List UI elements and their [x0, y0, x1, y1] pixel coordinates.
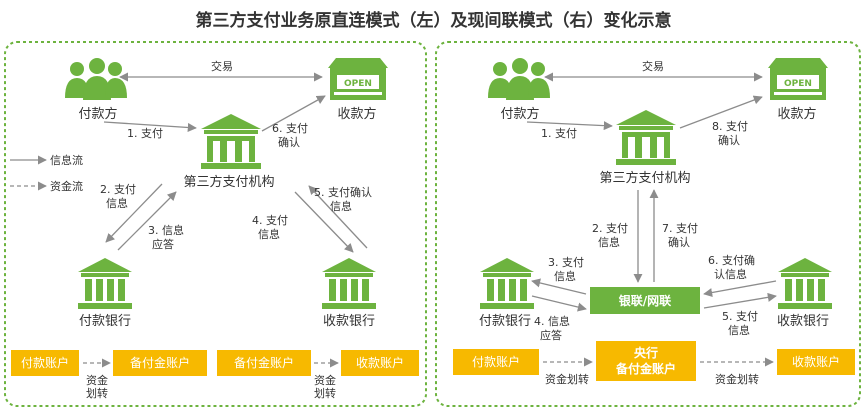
left-panel: [4, 41, 427, 407]
right-payee-label: 收款方: [777, 106, 816, 122]
central-reserve-box: [596, 341, 696, 381]
left-payee-account-label: 收款账户: [356, 355, 404, 370]
left-shop-icon: OPEN: [328, 58, 388, 100]
right-step2-line1: 2. 支付: [592, 222, 628, 235]
right-step1-label: 1. 支付: [541, 127, 577, 140]
right-step7-line2: 确认: [668, 236, 690, 249]
right-trade-label: 交易: [642, 59, 664, 73]
right-step4-line1: 4. 信息: [534, 314, 570, 328]
payer-people-icon: [65, 58, 127, 100]
right-payer-account-label: 付款账户: [472, 354, 520, 369]
left-payee-bank-label: 收款银行: [323, 314, 375, 329]
central-reserve-line1: 央行: [634, 345, 658, 360]
right-step5-line1: 5. 支付: [722, 310, 758, 323]
left-step6-line1: 6. 支付: [272, 122, 308, 135]
right-step5-arrow: [703, 292, 777, 309]
left-step4-arrow: [294, 191, 354, 253]
right-step6-line2: 认信息: [714, 267, 747, 281]
left-transfer2-line2: 划转: [314, 386, 336, 400]
left-payee-label: 收款方: [337, 106, 376, 122]
right-payee-bank-label: 收款银行: [777, 314, 829, 329]
left-step2-line1: 2. 支付: [100, 183, 136, 196]
left-payee-bank-icon: [322, 258, 376, 309]
left-payer-label: 付款方: [78, 106, 117, 122]
right-payer-label: 付款方: [500, 106, 539, 122]
left-step4-line1: 4. 支付: [252, 214, 288, 227]
central-reserve-line2: 备付金账户: [615, 361, 676, 376]
right-transfer1-label: 资金划转: [545, 372, 589, 386]
right-step8-arrow: [679, 95, 763, 129]
page-title: 第三方支付业务原直连模式（左）及现间联模式（右）变化示意: [195, 11, 672, 31]
left-transfer1-line1: 资金: [86, 373, 108, 387]
right-step4-line2: 应答: [540, 328, 562, 342]
left-payer-account-box: [11, 350, 79, 376]
left-reserve1-label: 备付金账户: [130, 355, 190, 370]
left-step1-arrow: [103, 121, 197, 133]
left-payee-account-box: [341, 350, 419, 376]
right-transfer2-label: 资金划转: [715, 372, 759, 386]
right-step7-line1: 7. 支付: [662, 222, 698, 235]
right-payer-bank-label: 付款银行: [479, 314, 531, 329]
unionpay-box: [590, 287, 700, 314]
left-step5-line1: 5. 支付确认: [314, 186, 372, 199]
left-trade-label: 交易: [211, 59, 233, 73]
right-payer-bank-icon: [480, 258, 534, 309]
right-payee-account-label: 收款账户: [792, 354, 840, 369]
left-payer-account-label: 付款账户: [21, 355, 69, 370]
left-step5-line2: 信息: [330, 199, 352, 213]
right-step3-line2: 信息: [554, 269, 576, 283]
right-payee-account-box: [777, 349, 855, 375]
right-payee-bank-icon: [778, 258, 832, 309]
left-step2-line2: 信息: [106, 196, 128, 210]
right-panel: [435, 41, 861, 407]
left-transfer1-line2: 划转: [86, 386, 108, 400]
left-step1-label: 1. 支付: [127, 127, 163, 140]
right-step1-arrow: [526, 121, 613, 131]
right-shop-sign: OPEN: [784, 79, 812, 89]
legend-info-label: 信息流: [50, 153, 83, 167]
left-step4-line2: 信息: [258, 227, 280, 241]
right-step3-arrow: [531, 278, 587, 295]
left-step5-arrow: [308, 185, 368, 249]
right-third-party-label: 第三方支付机构: [599, 170, 690, 186]
right-payer-people-icon: [488, 58, 550, 100]
left-step2-arrow: [105, 183, 163, 243]
left-step3-line2: 应答: [152, 237, 174, 251]
left-reserve1-box: [113, 350, 207, 376]
left-step6-line2: 确认: [278, 136, 300, 149]
right-step6-line1: 6. 支付确: [708, 254, 755, 267]
right-step8-line2: 确认: [718, 134, 740, 147]
right-step3-line1: 3. 支付: [548, 256, 584, 269]
right-step8-line1: 8. 支付: [712, 120, 748, 133]
left-step3-arrow: [117, 191, 177, 251]
right-third-party-bank-icon: [616, 110, 676, 165]
right-shop-icon: OPEN: [768, 58, 828, 100]
left-payer-bank-icon: [78, 258, 132, 309]
left-third-party-label: 第三方支付机构: [183, 174, 274, 190]
right-step2-line2: 信息: [598, 235, 620, 249]
left-reserve2-label: 备付金账户: [234, 355, 294, 370]
right-step5-line2: 信息: [728, 323, 750, 337]
left-payer-bank-label: 付款银行: [79, 314, 131, 329]
right-step4-arrow: [531, 295, 587, 312]
unionpay-label: 银联/网联: [619, 293, 671, 308]
left-step3-line1: 3. 信息: [148, 223, 184, 237]
left-shop-sign: OPEN: [344, 79, 372, 89]
right-step6-arrow: [703, 280, 777, 298]
left-third-party-bank-icon: [201, 114, 261, 169]
left-transfer2-line1: 资金: [314, 373, 336, 387]
legend-fund-label: 资金流: [50, 179, 83, 193]
right-payer-account-box: [453, 349, 539, 375]
left-reserve2-box: [217, 350, 311, 376]
left-step6-arrow: [261, 95, 326, 132]
